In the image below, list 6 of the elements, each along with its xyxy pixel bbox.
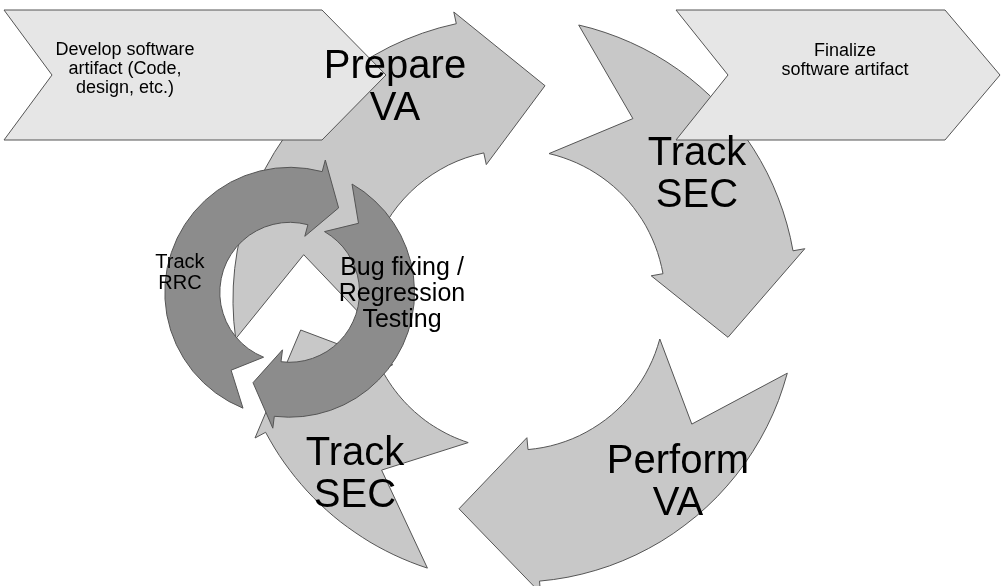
step-label: Perform VA (605, 438, 751, 522)
step-label: Track SEC (646, 130, 748, 214)
step-label: Develop software artifact (Code, design, etc.) (54, 39, 196, 97)
step-label: Track SEC (304, 430, 406, 514)
step-label: Prepare VA (322, 43, 468, 127)
step-label: Finalize software artifact (780, 41, 910, 79)
